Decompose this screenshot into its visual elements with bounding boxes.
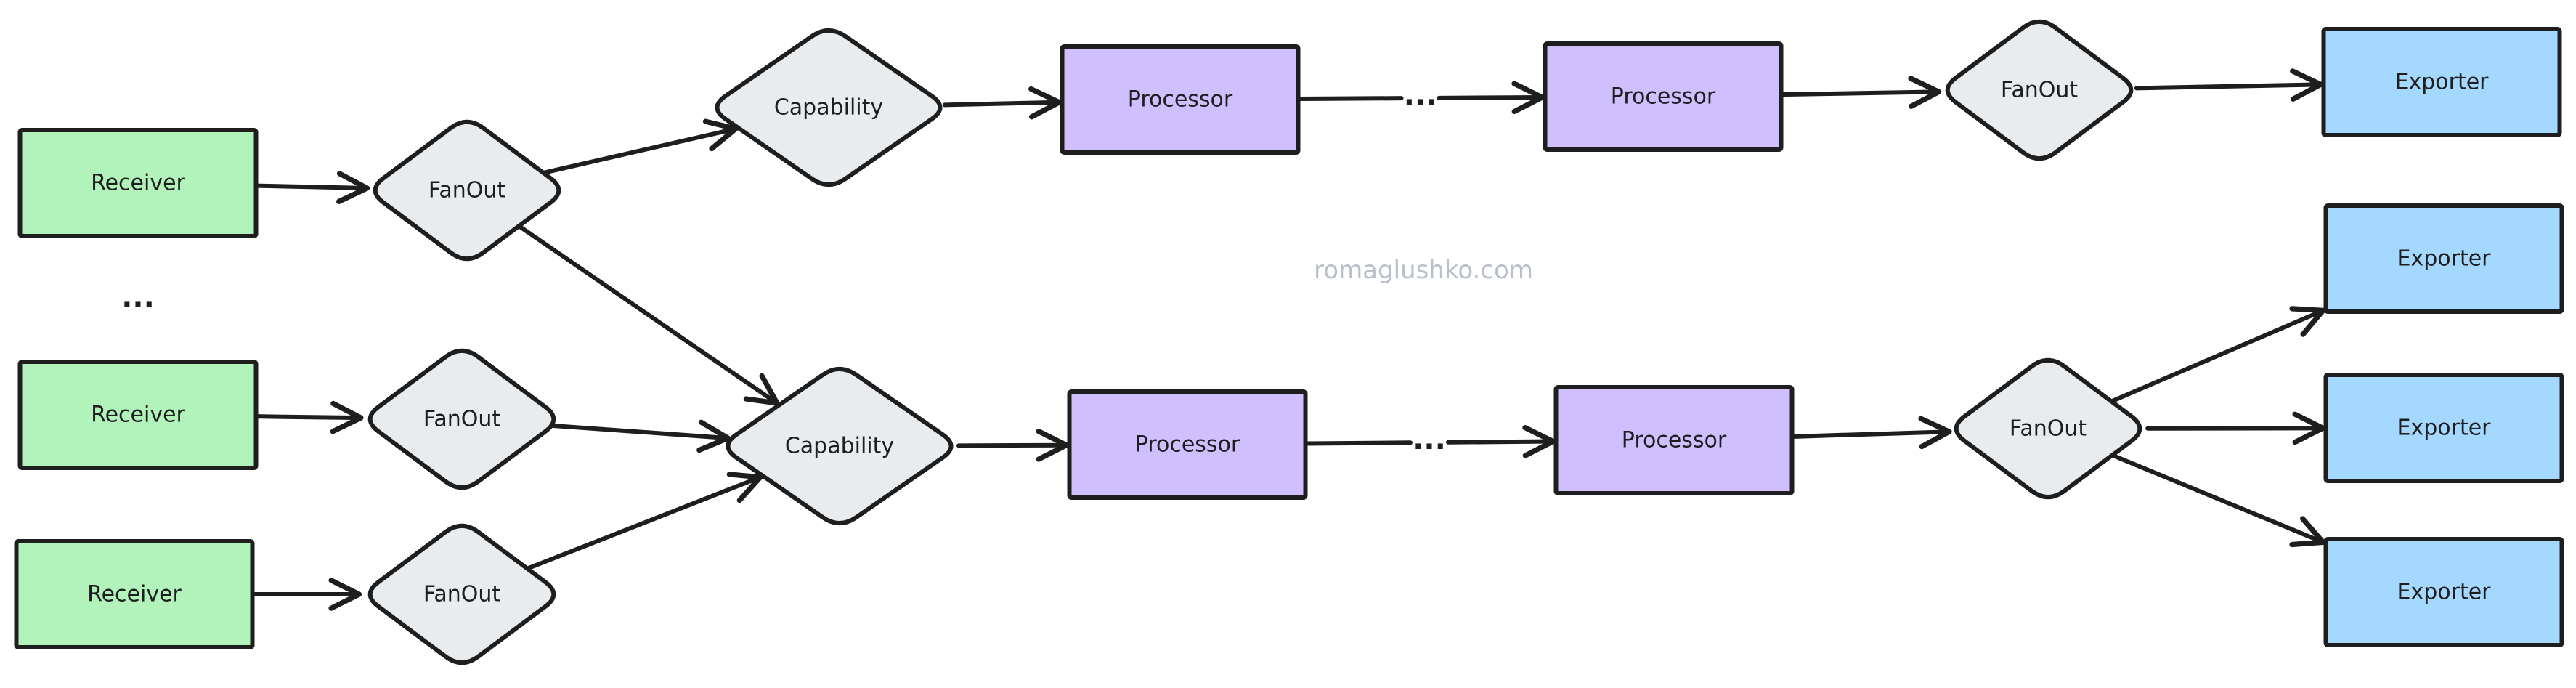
fanout-shape — [1954, 357, 2142, 500]
exporter-3: Exporter — [2323, 537, 2564, 647]
edge-fanout-1-to-capability-top — [541, 118, 739, 175]
processor-shape — [1067, 389, 1308, 500]
receiver-shape — [17, 128, 259, 238]
fanout-3: FanOut — [367, 523, 556, 665]
edge-capability-bottom-to-processor-bottom-1 — [956, 429, 1070, 462]
edge-processor-bottom-1-to-processor-bottom-2-part1 — [1303, 440, 1413, 446]
fanout-top-out: FanOut — [1945, 19, 2134, 161]
fanout-shape — [373, 119, 561, 262]
edge-fanout-top-out-to-exporter-top — [2134, 68, 2324, 102]
receiver-ellipsis: ... — [121, 281, 155, 315]
exporter-label: Exporter — [2395, 70, 2490, 95]
exporter-label: Exporter — [2397, 580, 2492, 605]
receiver-3: Receiver — [14, 539, 255, 649]
processor-bottom-1: Processor — [1067, 389, 1308, 500]
edge-fanout-bottom-out-to-exporter-1 — [2109, 306, 2326, 404]
fanout-2: FanOut — [367, 348, 556, 490]
exporter-2: Exporter — [2323, 373, 2564, 483]
edge-processor-bottom-2-to-fanout-bottom-out — [1789, 416, 1952, 450]
edge-fanout-2-to-capability-bottom — [550, 419, 731, 453]
receiver-shape — [17, 360, 259, 470]
processor-label: Processor — [1611, 84, 1716, 110]
receiver-label: Receiver — [91, 171, 185, 196]
processor-shape — [1060, 44, 1301, 155]
exporter-shape — [2323, 203, 2564, 314]
exporter-1: Exporter — [2323, 203, 2564, 314]
edge-fanout-1-to-capability-bottom — [516, 224, 780, 406]
exporter-shape — [2323, 373, 2564, 483]
capability-shape — [715, 28, 943, 187]
capability-bottom: Capability — [726, 366, 954, 526]
edge-processor-top-2-to-fanout-top-out — [1779, 76, 1942, 109]
processor-shape — [1553, 385, 1795, 495]
edges-layer: ...... — [250, 68, 2326, 611]
exporter-top: Exporter — [2321, 27, 2562, 137]
edge-fanout-3-to-capability-bottom — [525, 472, 763, 571]
capability-top: Capability — [715, 28, 943, 187]
capability-shape — [726, 366, 954, 526]
receiver-label: Receiver — [87, 582, 182, 607]
fanout-label: FanOut — [423, 407, 501, 432]
edge-ellipsis: ... — [1413, 423, 1446, 456]
fanout-shape — [367, 523, 556, 665]
exporter-shape — [2323, 537, 2564, 647]
processor-label: Processor — [1622, 428, 1727, 453]
exporter-label: Exporter — [2397, 416, 2492, 441]
fanout-shape — [367, 348, 556, 490]
receiver-label: Receiver — [91, 402, 185, 428]
nodes-layer: ReceiverReceiverReceiverFanOutFanOutFanO… — [14, 19, 2564, 665]
processor-shape — [1543, 41, 1784, 152]
processor-label: Processor — [1128, 87, 1233, 113]
fanout-1: FanOut — [373, 119, 561, 262]
receiver-2: Receiver — [17, 360, 259, 470]
edge-processor-bottom-1-to-processor-bottom-2-part2 — [1445, 425, 1556, 458]
capability-label: Capability — [785, 434, 894, 459]
processor-top-2: Processor — [1543, 41, 1784, 152]
fanout-label: FanOut — [423, 582, 501, 607]
edge-ellipsis: ... — [1404, 78, 1437, 112]
edge-capability-top-to-processor-top-1 — [942, 86, 1063, 120]
edge-receiver-1-to-fanout-1 — [253, 171, 370, 204]
capability-label: Capability — [774, 95, 883, 121]
receiver-1: Receiver — [17, 128, 259, 238]
receiver-shape — [14, 539, 255, 649]
edge-fanout-bottom-out-to-exporter-3 — [2110, 453, 2326, 548]
edge-processor-top-1-to-processor-top-2-part2 — [1437, 81, 1545, 115]
edge-processor-top-1-to-processor-top-2-part1 — [1296, 96, 1404, 102]
fanout-shape — [1945, 19, 2134, 161]
processor-top-1: Processor — [1060, 44, 1301, 155]
fanout-label: FanOut — [428, 178, 506, 203]
fanout-bottom-out: FanOut — [1954, 357, 2142, 500]
processor-label: Processor — [1135, 432, 1240, 458]
fanout-label: FanOut — [2001, 78, 2079, 103]
fanout-label: FanOut — [2010, 416, 2087, 442]
processor-bottom-2: Processor — [1553, 385, 1795, 495]
exporter-shape — [2321, 27, 2562, 137]
edge-receiver-2-to-fanout-2 — [253, 400, 364, 434]
watermark-text: romaglushko.com — [1314, 256, 1533, 285]
exporter-label: Exporter — [2397, 246, 2492, 272]
